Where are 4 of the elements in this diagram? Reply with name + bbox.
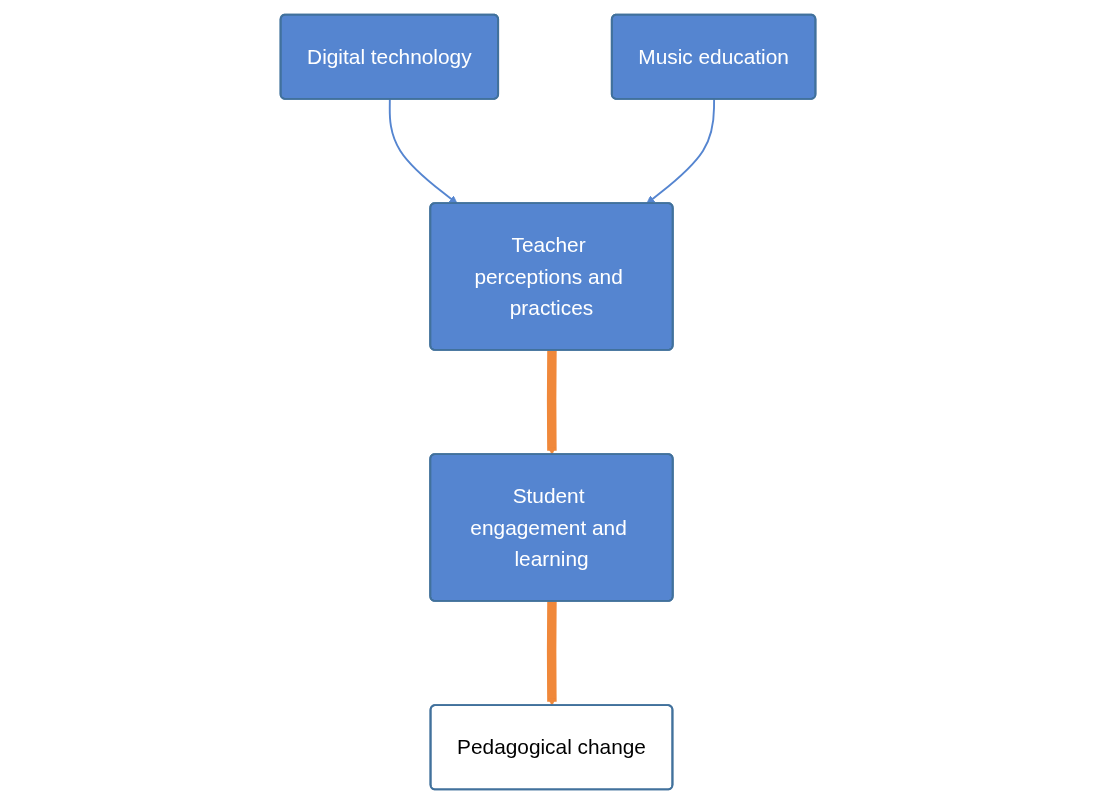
arrow (389, 98, 458, 204)
arrow (547, 601, 558, 706)
arrow (547, 350, 558, 455)
arrow (646, 98, 716, 204)
